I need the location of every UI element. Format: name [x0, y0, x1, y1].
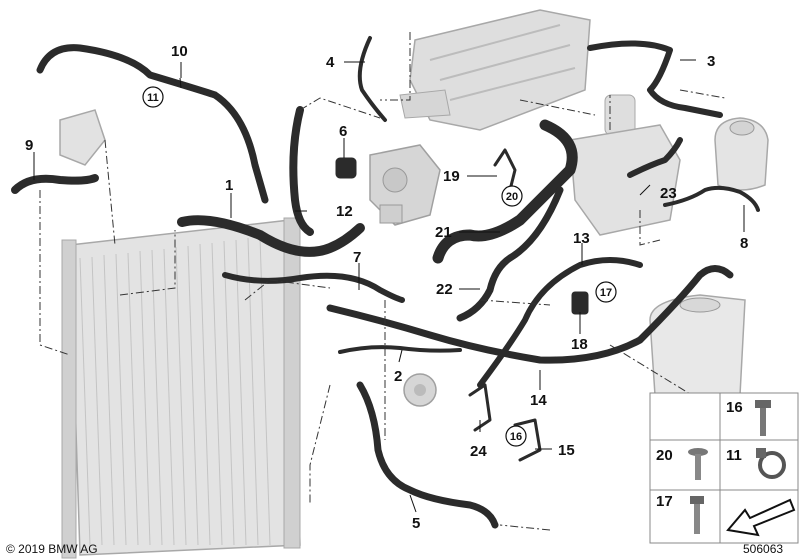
- callout-19: 19: [443, 168, 460, 185]
- arrow-pointer-icon: [726, 498, 796, 537]
- expansion-tank-upper: [714, 117, 769, 191]
- hose-23: [627, 137, 683, 178]
- circled-references: 11 20 17 16: [142, 86, 617, 447]
- circled-ref-20: 20: [506, 191, 518, 203]
- callout-labels: 10 4 3 6 9 1 12 19 23 8 7 21 13 22 18 2 …: [25, 43, 748, 532]
- callout-18: 18: [571, 336, 588, 353]
- screw-17-icon: [690, 496, 704, 534]
- screw-20-icon: [688, 448, 708, 480]
- callout-23: 23: [660, 185, 677, 202]
- copyright-text: © 2019 BMW AG: [6, 542, 98, 556]
- callout-4: 4: [326, 54, 335, 71]
- clamp-11-icon: [756, 448, 786, 479]
- hose-8: [663, 185, 760, 212]
- hoses: [11, 36, 760, 529]
- hose-4: [357, 36, 387, 122]
- callout-2: 2: [394, 368, 402, 385]
- bracket-19: [493, 148, 517, 192]
- hose-1: [177, 215, 365, 257]
- fuel-filter-component: [59, 109, 106, 166]
- callout-22: 22: [436, 281, 453, 298]
- circled-ref-16: 16: [510, 431, 522, 443]
- hose-9: [11, 174, 99, 194]
- part-18: [571, 291, 589, 315]
- hose-2: [338, 345, 462, 354]
- callout-3: 3: [707, 53, 715, 70]
- legend-label-17: 17: [656, 493, 673, 510]
- connection-lines: [39, 32, 726, 531]
- diagram-id: 506063: [743, 542, 784, 556]
- hose-10: [36, 44, 269, 204]
- coolant-pump: [403, 373, 437, 407]
- legend-label-20: 20: [656, 447, 673, 464]
- callout-15: 15: [558, 442, 575, 459]
- callout-14: 14: [530, 392, 547, 409]
- hose-12: [289, 106, 314, 236]
- legend-label-11: 11: [726, 447, 742, 464]
- circled-ref-17: 17: [600, 287, 612, 299]
- bracket-24: [468, 383, 492, 432]
- oil-filter-module: [569, 94, 681, 236]
- hose-7: [222, 272, 405, 303]
- callout-24: 24: [470, 443, 487, 460]
- callout-9: 9: [25, 137, 33, 154]
- callout-10: 10: [171, 43, 188, 60]
- thermostat-housing: [369, 144, 441, 226]
- hose-5: [356, 381, 499, 529]
- cap-6: [335, 157, 357, 179]
- radiator: [61, 217, 301, 559]
- callout-1: 1: [225, 177, 233, 194]
- callout-12: 12: [336, 203, 353, 220]
- hose-21: [432, 119, 578, 264]
- leader-lines: [33, 59, 745, 513]
- bracket-15: [513, 418, 542, 462]
- hose-22: [456, 186, 564, 322]
- callout-6: 6: [339, 123, 347, 140]
- bolt-16-icon: [755, 400, 771, 436]
- callout-13: 13: [573, 230, 590, 247]
- hose-14: [326, 265, 734, 364]
- hose-3: [587, 40, 723, 118]
- legend-label-16: 16: [726, 399, 743, 416]
- callout-7: 7: [353, 249, 361, 266]
- callout-8: 8: [740, 235, 748, 252]
- intake-manifold: [399, 9, 591, 131]
- circled-ref-11: 11: [147, 92, 159, 104]
- hose-13: [477, 257, 643, 388]
- callout-5: 5: [412, 515, 420, 532]
- fastener-legend: 16 20 11 17: [649, 392, 799, 544]
- callout-21: 21: [435, 224, 452, 241]
